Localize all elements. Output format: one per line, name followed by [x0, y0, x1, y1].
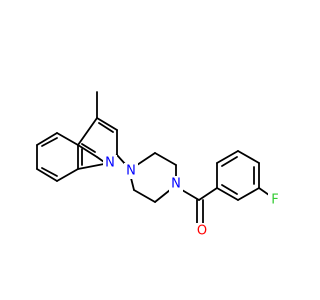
bond-ar3-ar4 — [237, 150, 260, 164]
bond-ar2-ar3 — [216, 150, 239, 164]
atom-n-piperazine-left-label: N — [126, 164, 136, 179]
bond-c4-c3-inner — [98, 122, 114, 133]
atom-f-fluoro-label: F — [271, 193, 278, 208]
bond-c1-c2pip — [154, 152, 177, 166]
bond-npip-c1 — [136, 152, 156, 166]
bond-c8-c8a — [56, 168, 79, 182]
bond-c5-c6-inner — [41, 137, 58, 147]
atom-o-carbonyl: O — [195, 223, 209, 239]
bond-c4-c3 — [96, 117, 118, 131]
bond-nright-carbonyl — [181, 189, 200, 201]
bond-c7-c8-inner — [41, 167, 58, 177]
structure-diagram: N N N O F — [36, 91, 282, 239]
atom-n-piperazine-right: N — [169, 176, 183, 192]
bond-c8a-n1 — [77, 163, 105, 170]
bond-ar5-f — [258, 187, 270, 196]
bond-layer — [36, 91, 270, 225]
bond-carbonyl-aryl — [198, 187, 218, 201]
bond-ar5-ar6 — [237, 187, 260, 201]
atom-f-fluoro: F — [268, 192, 282, 208]
atom-n-quinoline-label: N — [105, 156, 115, 171]
bond-c3pip-c4pip — [133, 189, 156, 203]
molecule-canvas: N N N O F — [36, 91, 282, 239]
bond-c5-c6 — [36, 132, 58, 146]
bond-nright-c3pip — [154, 189, 171, 203]
bond-ar6-ar1 — [216, 187, 239, 201]
atom-label-layer: N N N O F — [103, 155, 282, 239]
bond-ar2-ar3-inner — [221, 156, 238, 167]
atom-n-piperazine-left: N — [124, 163, 138, 179]
bond-c4pip-npip — [130, 177, 135, 191]
bond-c7-c8 — [36, 168, 58, 182]
atom-n-piperazine-right-label: N — [171, 177, 181, 192]
bond-c8a-c4a — [77, 144, 98, 158]
atom-n-quinoline: N — [103, 155, 117, 171]
bond-n1-c8a — [96, 156, 105, 163]
bond-c8a-c4a-inner — [81, 143, 96, 153]
bond-c4a-c5 — [56, 132, 79, 146]
atom-o-carbonyl-label: O — [197, 224, 207, 239]
bond-c4a-c4 — [77, 117, 98, 146]
bond-ar6-ar1-inner — [221, 184, 238, 195]
